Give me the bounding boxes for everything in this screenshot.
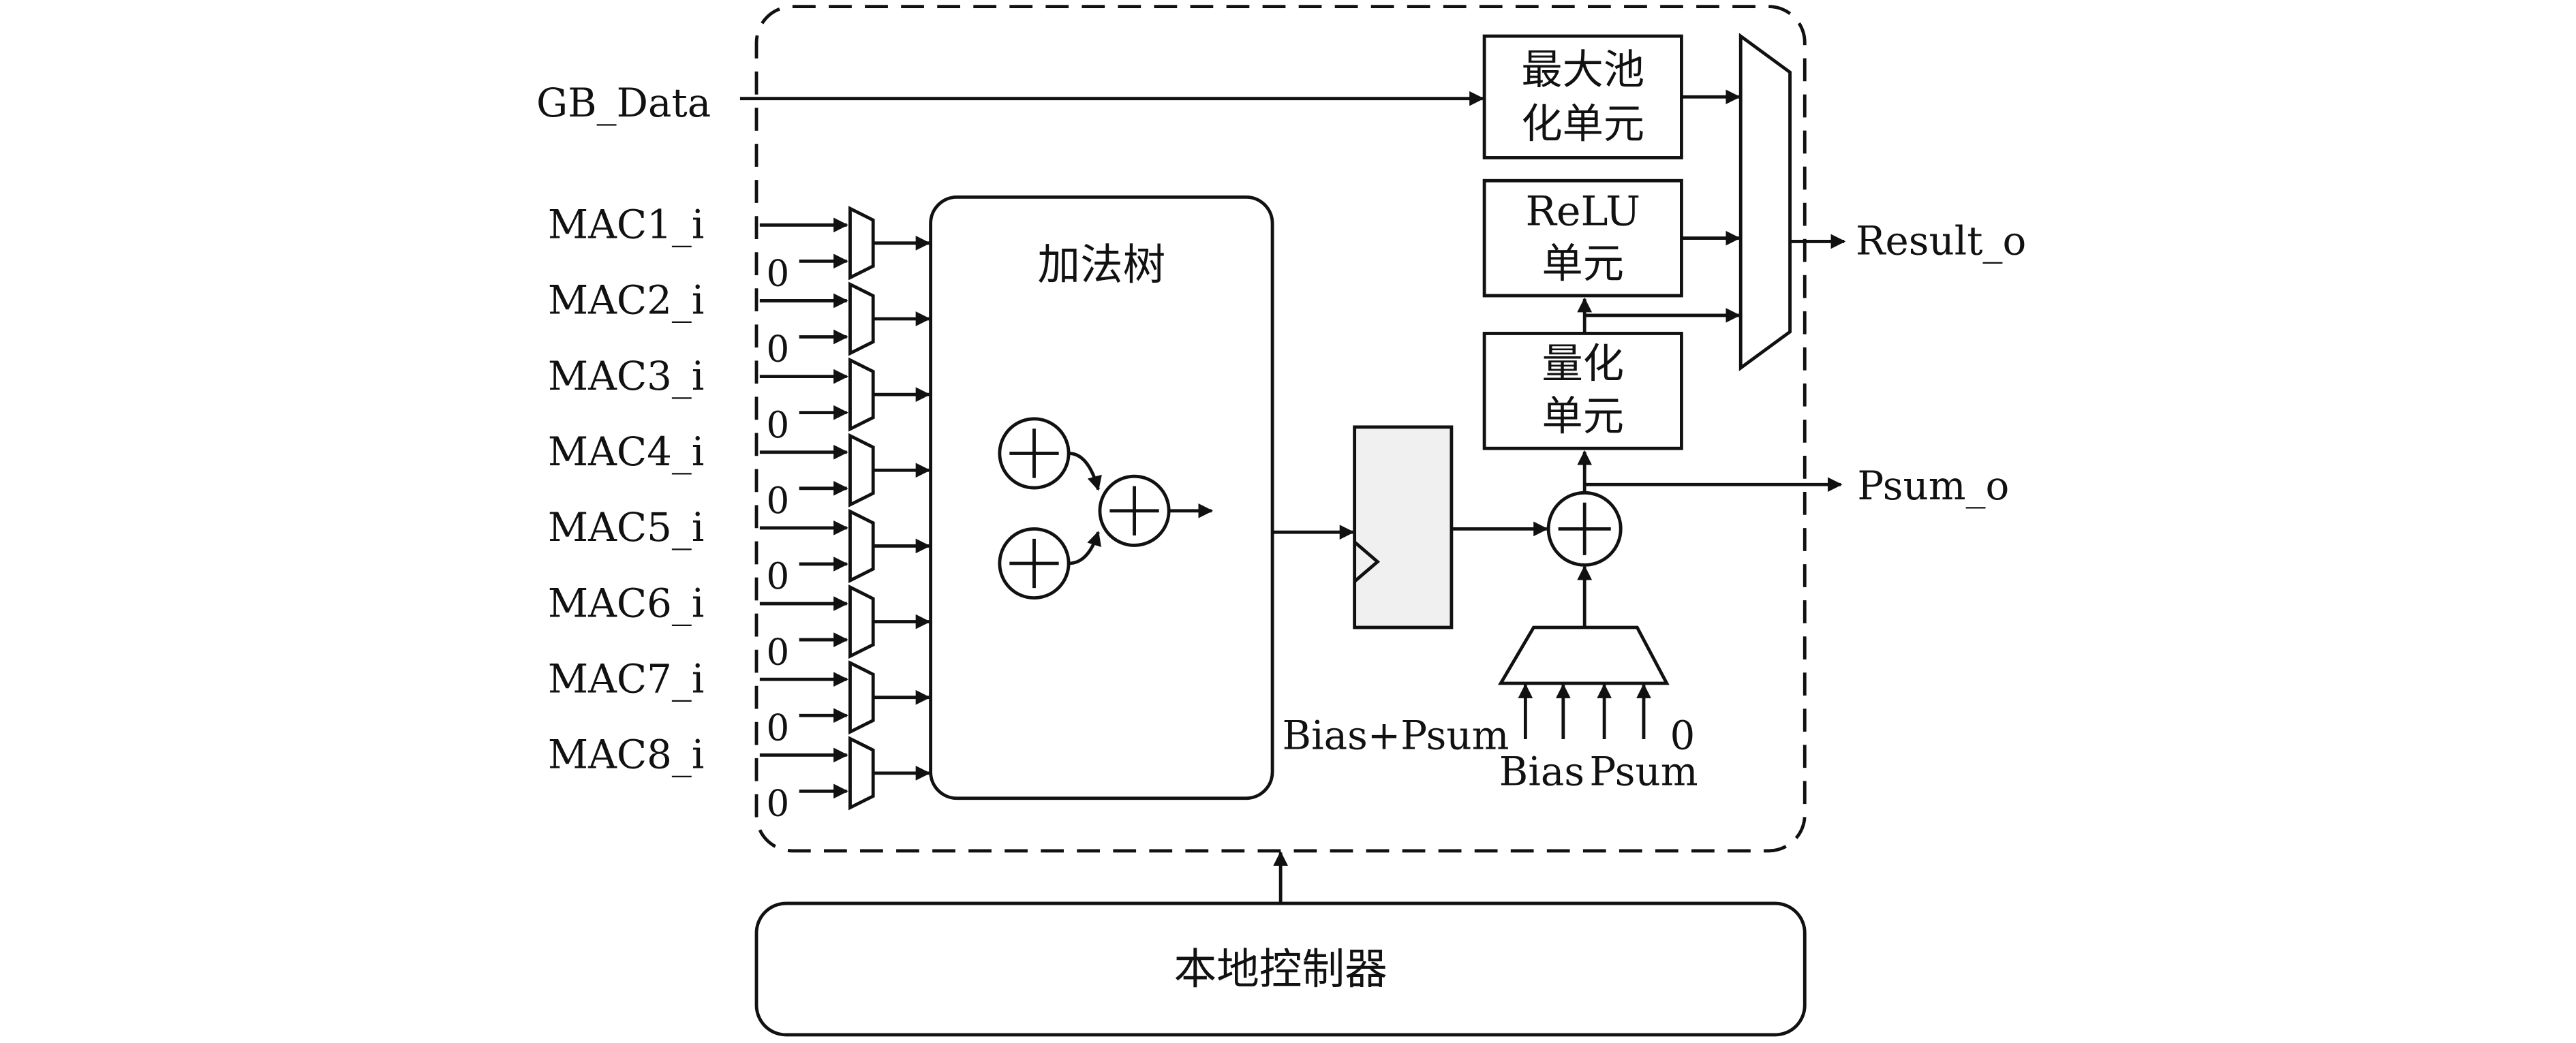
mac-input-label: MAC4_i bbox=[548, 429, 705, 475]
mac-input-label: MAC8_i bbox=[548, 732, 705, 778]
adder-symbol-sum bbox=[1098, 474, 1171, 547]
adder-symbol-top bbox=[998, 417, 1071, 490]
zero-label: 0 bbox=[767, 404, 790, 446]
mac-input-row: MAC7_i 0 bbox=[548, 655, 931, 749]
psum-output-label: Psum_o bbox=[1857, 463, 2009, 509]
mac-input-label: MAC2_i bbox=[548, 277, 705, 324]
zero-label: 0 bbox=[767, 706, 790, 749]
bias-label: Bias bbox=[1499, 748, 1584, 794]
mac-input-label: MAC1_i bbox=[548, 202, 705, 248]
mac-input-row: MAC1_i 0 bbox=[548, 202, 931, 295]
input-select-mux bbox=[848, 736, 875, 811]
mac-input-label: MAC7_i bbox=[548, 655, 705, 702]
input-select-mux bbox=[848, 508, 875, 583]
result-output-label: Result_o bbox=[1856, 218, 2026, 264]
relu-label-line1: ReLU bbox=[1525, 187, 1640, 235]
adder-wire-top bbox=[1068, 452, 1102, 491]
local-controller-label: 本地控制器 bbox=[1174, 944, 1387, 994]
input-select-mux bbox=[848, 660, 875, 735]
zero-label: 0 bbox=[767, 555, 790, 597]
zero-label: 0 bbox=[767, 631, 790, 673]
mac-input-row: MAC3_i 0 bbox=[548, 353, 931, 446]
register-clock-icon bbox=[1353, 540, 1381, 583]
input-select-mux bbox=[848, 281, 875, 356]
mac-input-row: MAC5_i 0 bbox=[548, 504, 931, 597]
zero-label: 0 bbox=[767, 328, 790, 371]
adder-tree-label: 加法树 bbox=[1037, 240, 1165, 290]
zero-label-bias-mux: 0 bbox=[1670, 712, 1696, 758]
psum-label: Psum bbox=[1589, 748, 1698, 794]
relu-unit bbox=[1482, 178, 1683, 298]
bias-select-mux bbox=[1498, 625, 1670, 685]
max-pooling-label-line1: 最大池 bbox=[1521, 46, 1644, 94]
input-select-mux bbox=[848, 585, 875, 659]
mac-input-label: MAC6_i bbox=[548, 580, 705, 626]
mac-input-label: MAC3_i bbox=[548, 353, 705, 399]
input-select-mux bbox=[848, 433, 875, 508]
adder-symbol-bottom bbox=[998, 527, 1071, 600]
mac-input-row: MAC6_i 0 bbox=[548, 580, 931, 673]
zero-label: 0 bbox=[767, 480, 790, 522]
gb-data-label: GB_Data bbox=[536, 80, 711, 126]
input-select-mux bbox=[848, 206, 875, 281]
result-select-mux bbox=[1738, 33, 1792, 371]
max-pooling-label-line2: 化单元 bbox=[1521, 101, 1644, 149]
quantization-unit bbox=[1482, 332, 1683, 450]
quantization-label-line1: 量化 bbox=[1542, 341, 1625, 388]
bias-psum-label: Bias+Psum bbox=[1283, 712, 1509, 758]
mac-input-muxes: MAC1_i0MAC2_i0MAC3_i0MAC4_i0MAC5_i0MAC6_… bbox=[548, 202, 931, 825]
zero-label: 0 bbox=[767, 253, 790, 295]
accumulator-adder-symbol bbox=[1546, 491, 1623, 567]
adder-wire-bottom bbox=[1068, 531, 1101, 565]
pipeline-register bbox=[1353, 425, 1454, 629]
mac-input-row: MAC8_i 0 bbox=[548, 732, 931, 825]
input-select-mux bbox=[848, 357, 875, 432]
relu-label-line2: 单元 bbox=[1542, 240, 1625, 287]
mac-input-row: MAC2_i 0 bbox=[548, 277, 931, 371]
mac-input-label: MAC5_i bbox=[548, 504, 705, 550]
quantization-label-line2: 单元 bbox=[1542, 393, 1625, 441]
zero-label: 0 bbox=[767, 783, 790, 825]
processing-element-boundary bbox=[754, 5, 1807, 853]
mac-input-row: MAC4_i 0 bbox=[548, 429, 931, 522]
